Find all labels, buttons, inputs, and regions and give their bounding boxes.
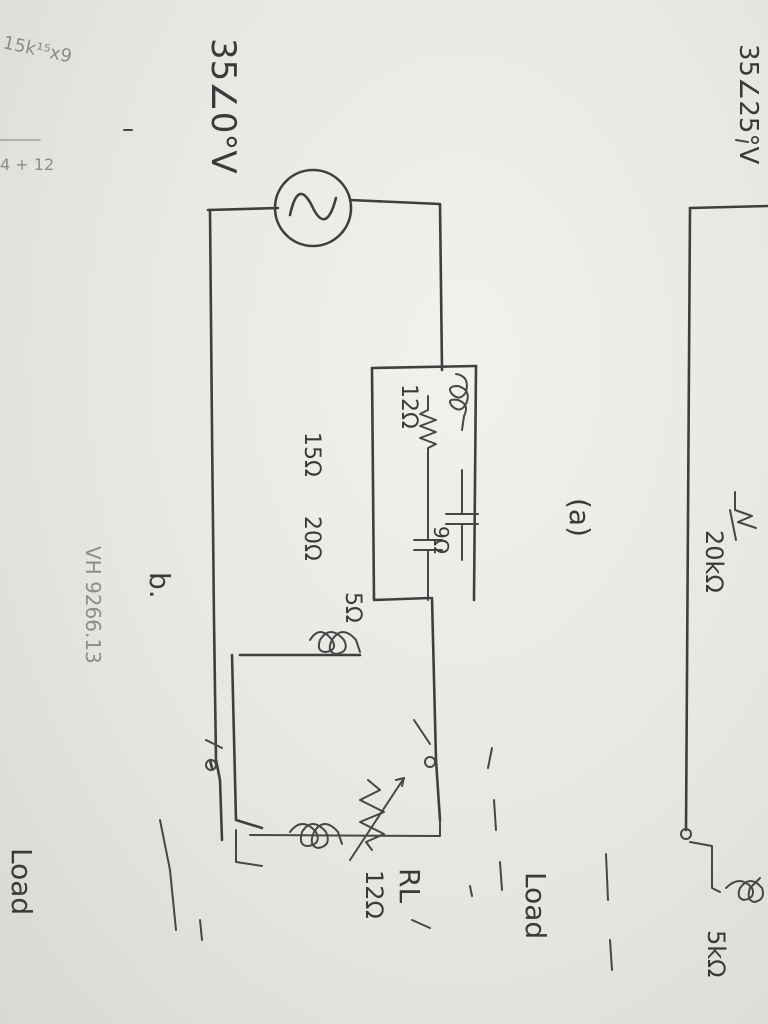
left-rail-wire [208,208,224,842]
dash-mark [469,885,473,897]
branch-right-wire [472,364,478,602]
dash-mark [499,861,503,891]
right-source-label: 35∠25°V [733,44,763,164]
source-voltage-label-group: 35∠0°V [203,38,243,174]
dash-mark [493,799,497,831]
figure-label: (a) [563,498,596,537]
dash-mark [605,853,609,901]
ac-source [273,168,353,248]
corner-math-group: 15k¹⁵x9 4 + 12 [0,32,74,174]
resistor-15-label-group: 15Ω [299,432,324,477]
load-word-2-group: Load [5,848,38,915]
inductor-5-label: 5Ω [340,592,365,623]
load-word-1-group: Load [519,872,552,939]
corner-math-top: 15k¹⁵x9 [1,32,74,67]
watermark-group: VH 9266.13 [81,546,105,664]
dash-mark [413,719,431,745]
resistor-20k-symbol [734,509,757,529]
right-inductor-label: 5kΩ [702,930,730,978]
inductor-load-symbol [289,823,343,849]
corner-math-bottom: 4 + 12 [0,155,54,174]
node-b-label: b. [143,572,176,599]
right-resistor-label: 20kΩ [700,530,728,593]
capacitor-9-label-group: 9Ω [429,526,453,554]
capacitor-9-label: 9Ω [429,526,453,554]
capacitor-20-label-group: 20Ω [299,516,324,561]
right-bottom-wire [689,841,721,893]
right-circuit [605,139,768,971]
load-inductor-label: 12Ω [360,870,388,919]
variable-resistor-rl-symbol [349,777,405,861]
load-resistor-label: RL [393,868,426,903]
dash-mark [199,919,203,941]
main-circuit-wires [159,198,503,941]
center-wire [430,596,442,822]
branch-left-wire [370,366,432,602]
dash-mark [159,819,177,931]
source-circle [273,168,353,248]
inductor-12-label: 12Ω [396,384,421,429]
sine-wave-icon [288,192,338,221]
right-inductor-label-group: 5kΩ [702,930,730,978]
right-resistor-label-group: 20kΩ [700,530,728,593]
inductor-12-label-group: 12Ω [396,384,421,429]
source-voltage-label: 35∠0°V [203,38,243,174]
load-resistor-label-group: RL [393,868,426,903]
terminal-right [680,828,692,840]
capacitor-9-symbol [445,469,479,561]
dash-mark [487,747,493,769]
source-right-lead [348,198,444,372]
load-word-1: Load [519,872,552,939]
terminal-a [424,756,436,768]
right-left-rail [684,206,692,832]
terminal-b-stub [208,758,214,770]
dash-mark [205,739,223,749]
capacitor-20-symbol [413,469,443,601]
figure-label-group: (a) [563,498,596,537]
load-word-2: Load [5,848,38,915]
right-top-wire [688,204,768,210]
inductor-12-symbol [449,373,469,431]
resistor-15-label: 15Ω [299,432,324,477]
resistor-15-symbol [419,395,437,471]
branch-top-wire [370,364,478,370]
right-source-label-group: 35∠25°V [733,44,763,164]
load-bottom-wire [249,819,441,837]
source-left-lead [206,206,280,212]
inductor-5-symbol [309,631,361,655]
variable-arrow-icon [349,777,405,861]
capacitor-20-label: 20Ω [299,516,324,561]
terminal-b [205,759,217,771]
dash-mark [609,939,613,971]
node-b-label-group: b. [143,572,176,599]
lower-left-wire [230,653,264,830]
load-left-wire [235,829,263,867]
inductor-5-label-group: 5Ω [340,592,365,623]
dash-mark [411,919,431,929]
inductor-5k-symbol [725,877,764,903]
watermark-text: VH 9266.13 [81,546,105,664]
load-inductor-label-group: 12Ω [360,870,388,919]
